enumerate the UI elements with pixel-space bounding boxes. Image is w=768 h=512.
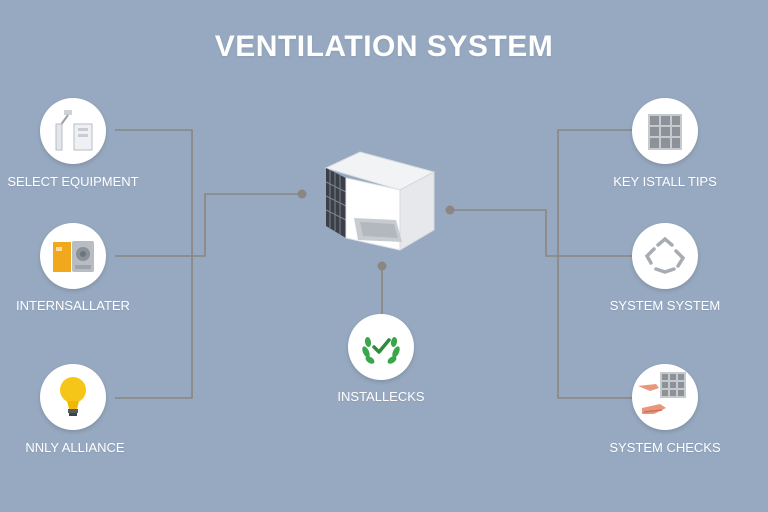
label-internsallater: INTERNSALLATER: [16, 298, 130, 313]
lightbulb-icon: [60, 377, 86, 416]
diagram-title: VENTILATION SYSTEM: [214, 30, 554, 63]
checkmark-wreath-icon: [362, 337, 400, 364]
hand-check-icon: [638, 372, 686, 414]
right-node-system-checks: [632, 364, 698, 430]
label-system-system: SYSTEM SYSTEM: [609, 298, 721, 313]
center-node-installchecks: [348, 314, 414, 380]
grid-panel-icon: [648, 114, 682, 150]
label-select-equipment: SELECT EQUIPMENT: [7, 174, 139, 189]
left-node-select-equipment: [40, 98, 106, 164]
right-node-key-install-tips: [632, 98, 698, 164]
label-system-checks: SYSTEM CHECKS: [609, 440, 721, 455]
left-node-nnly-alliance: [40, 364, 106, 430]
ventilation-unit-icon: [324, 151, 436, 251]
equipment-icon: [55, 110, 93, 151]
recycle-icon: [644, 236, 686, 274]
label-nnly-alliance: NNLY ALLIANCE: [25, 440, 125, 455]
right-node-system-system: [632, 223, 698, 289]
label-key-install-tips: KEY ISTALL TIPS: [613, 174, 717, 189]
left-node-internsallater: [40, 223, 106, 289]
ventilation-unit: [318, 148, 438, 257]
unit-icon: [53, 241, 94, 272]
label-installchecks: INSTALLECKS: [337, 389, 425, 404]
